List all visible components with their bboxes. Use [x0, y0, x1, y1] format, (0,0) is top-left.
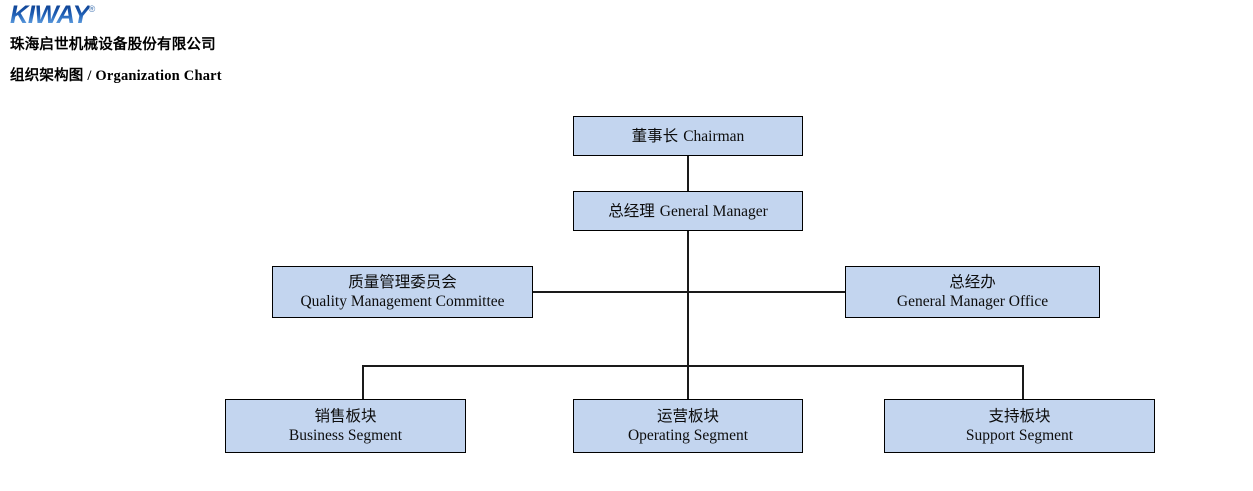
org-node-gmo-cn: 总经办: [949, 274, 996, 291]
org-node-support-en: Support Segment: [965, 427, 1074, 444]
org-node-general-manager-cn: 总经理: [608, 202, 655, 220]
org-node-general-manager[interactable]: 总经理 General Manager: [573, 191, 803, 231]
org-node-gmo-en: General Manager Office: [896, 293, 1049, 310]
org-node-general-manager-en: General Manager: [659, 202, 768, 220]
org-node-support-segment[interactable]: 支持板块 Support Segment: [884, 399, 1155, 453]
connector-drop-operating: [687, 365, 689, 399]
org-node-business-segment[interactable]: 销售板块 Business Segment: [225, 399, 466, 453]
org-node-general-manager-office[interactable]: 总经办 General Manager Office: [845, 266, 1100, 318]
org-node-chairman[interactable]: 董事长 Chairman: [573, 116, 803, 156]
org-node-qmc-en: Quality Management Committee: [300, 293, 505, 310]
logo-wordmark: KIWAY: [10, 1, 90, 29]
org-node-business-cn: 销售板块: [314, 408, 377, 425]
connector-gm-trunk: [687, 231, 689, 366]
connector-drop-business: [362, 365, 364, 399]
page-title: 组织架构图 / Organization Chart: [10, 68, 222, 84]
org-node-operating-cn: 运营板块: [656, 408, 719, 425]
company-name: 珠海启世机械设备股份有限公司: [10, 37, 216, 53]
org-node-chairman-cn: 董事长: [631, 127, 679, 145]
org-node-operating-segment[interactable]: 运营板块 Operating Segment: [573, 399, 803, 453]
org-node-quality-management-committee[interactable]: 质量管理委员会 Quality Management Committee: [272, 266, 533, 318]
connector-drop-support: [1022, 365, 1024, 399]
registered-trademark-icon: ®: [88, 4, 96, 14]
connector-chairman-to-gm: [687, 156, 689, 191]
kiway-logo: KIWAY ®: [10, 3, 95, 28]
org-node-support-cn: 支持板块: [988, 408, 1051, 425]
org-node-qmc-cn: 质量管理委员会: [348, 274, 457, 291]
connector-committee-row: [532, 291, 845, 293]
org-node-chairman-en: Chairman: [683, 127, 745, 145]
org-node-business-en: Business Segment: [288, 427, 403, 444]
org-node-operating-en: Operating Segment: [627, 427, 749, 444]
connector-segment-bus: [362, 365, 1023, 367]
